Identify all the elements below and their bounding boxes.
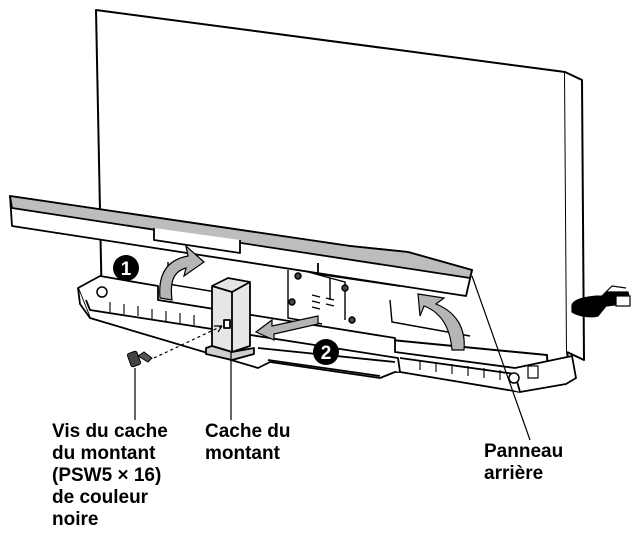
screw-label-line: noire — [52, 509, 99, 530]
cover-label: Cache du montant — [205, 421, 291, 465]
screw-label-line: de couleur — [52, 487, 149, 508]
stand-vents — [109, 302, 501, 380]
stand-screw-right — [508, 372, 520, 384]
back-panel-label-line: arrière — [484, 463, 544, 484]
leader-lines — [134, 275, 531, 441]
stand-screw-left — [96, 286, 108, 298]
hand-pointing-icon — [571, 285, 631, 318]
screw-label-line: du montant — [52, 443, 156, 464]
arrow-lift-left — [159, 244, 205, 301]
cover-label-line: montant — [205, 443, 280, 464]
screw-label-line: (PSW5 × 16) — [52, 465, 162, 486]
stand-post-cover — [205, 277, 255, 361]
step-marker-2: 2 — [313, 339, 339, 365]
step-number: 1 — [121, 259, 132, 280]
back-panel-label-line: Panneau — [484, 441, 564, 462]
step-marker-1: 1 — [113, 255, 139, 281]
screw-label: Vis du cache du montant (PSW5 × 16) de c… — [52, 421, 168, 531]
arrow-lift-right — [417, 293, 465, 351]
screw-insert-line — [153, 325, 223, 359]
back-panel-label: Panneau arrière — [484, 441, 563, 485]
cover-label-line: Cache du — [205, 421, 291, 442]
step-number: 2 — [321, 343, 332, 364]
arrow-remove-cover — [254, 315, 319, 341]
screw-label-line: Vis du cache — [52, 421, 168, 442]
black-screw — [126, 350, 153, 368]
back-panel-part — [9, 195, 473, 297]
